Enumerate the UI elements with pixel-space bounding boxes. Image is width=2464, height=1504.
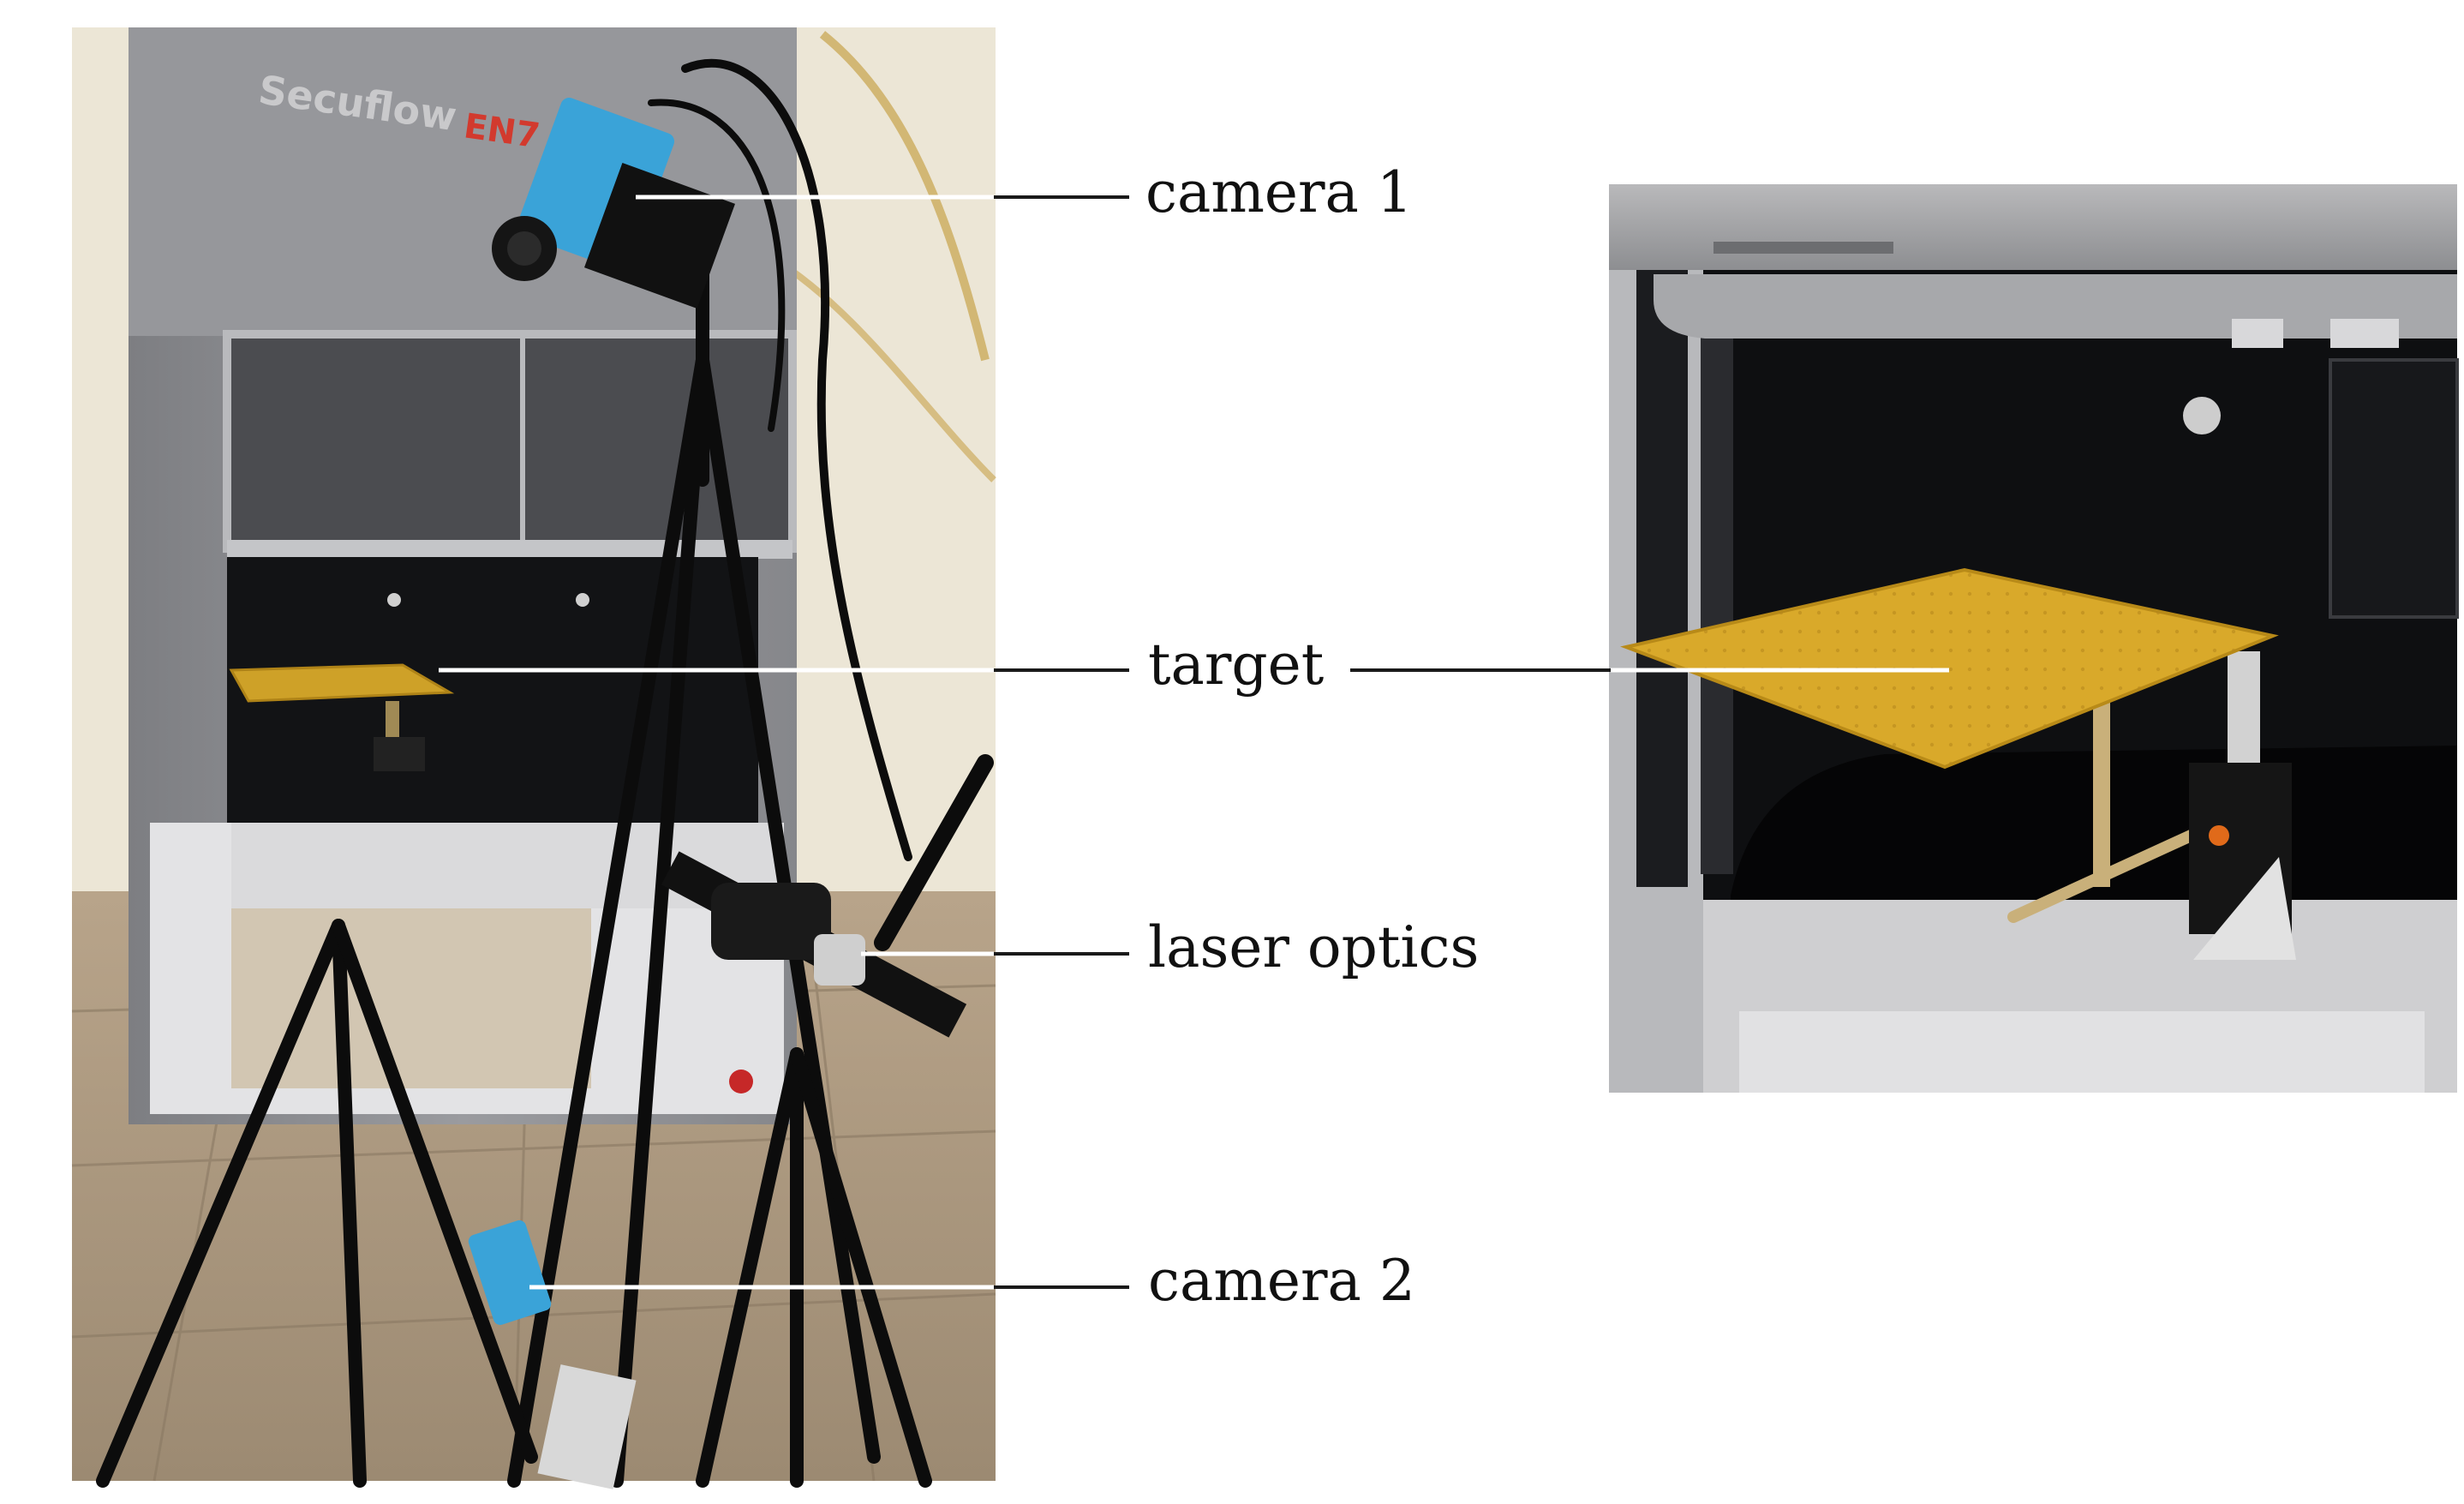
label-camera-2: camera 2 [1148, 1248, 1415, 1314]
camera-1-device [492, 98, 736, 309]
photo-right [1609, 184, 2459, 1093]
label-camera-1: camera 1 [1145, 159, 1413, 225]
label-target: target [1148, 632, 1325, 698]
leader-lines [439, 195, 1949, 1290]
laser-optics-device [661, 851, 967, 1094]
photo-left: Secuflow EN7 [71, 27, 996, 1489]
camera-2-device [468, 1219, 637, 1489]
target-plate [1620, 567, 2279, 770]
label-laser-optics: laser optics [1148, 914, 1480, 980]
